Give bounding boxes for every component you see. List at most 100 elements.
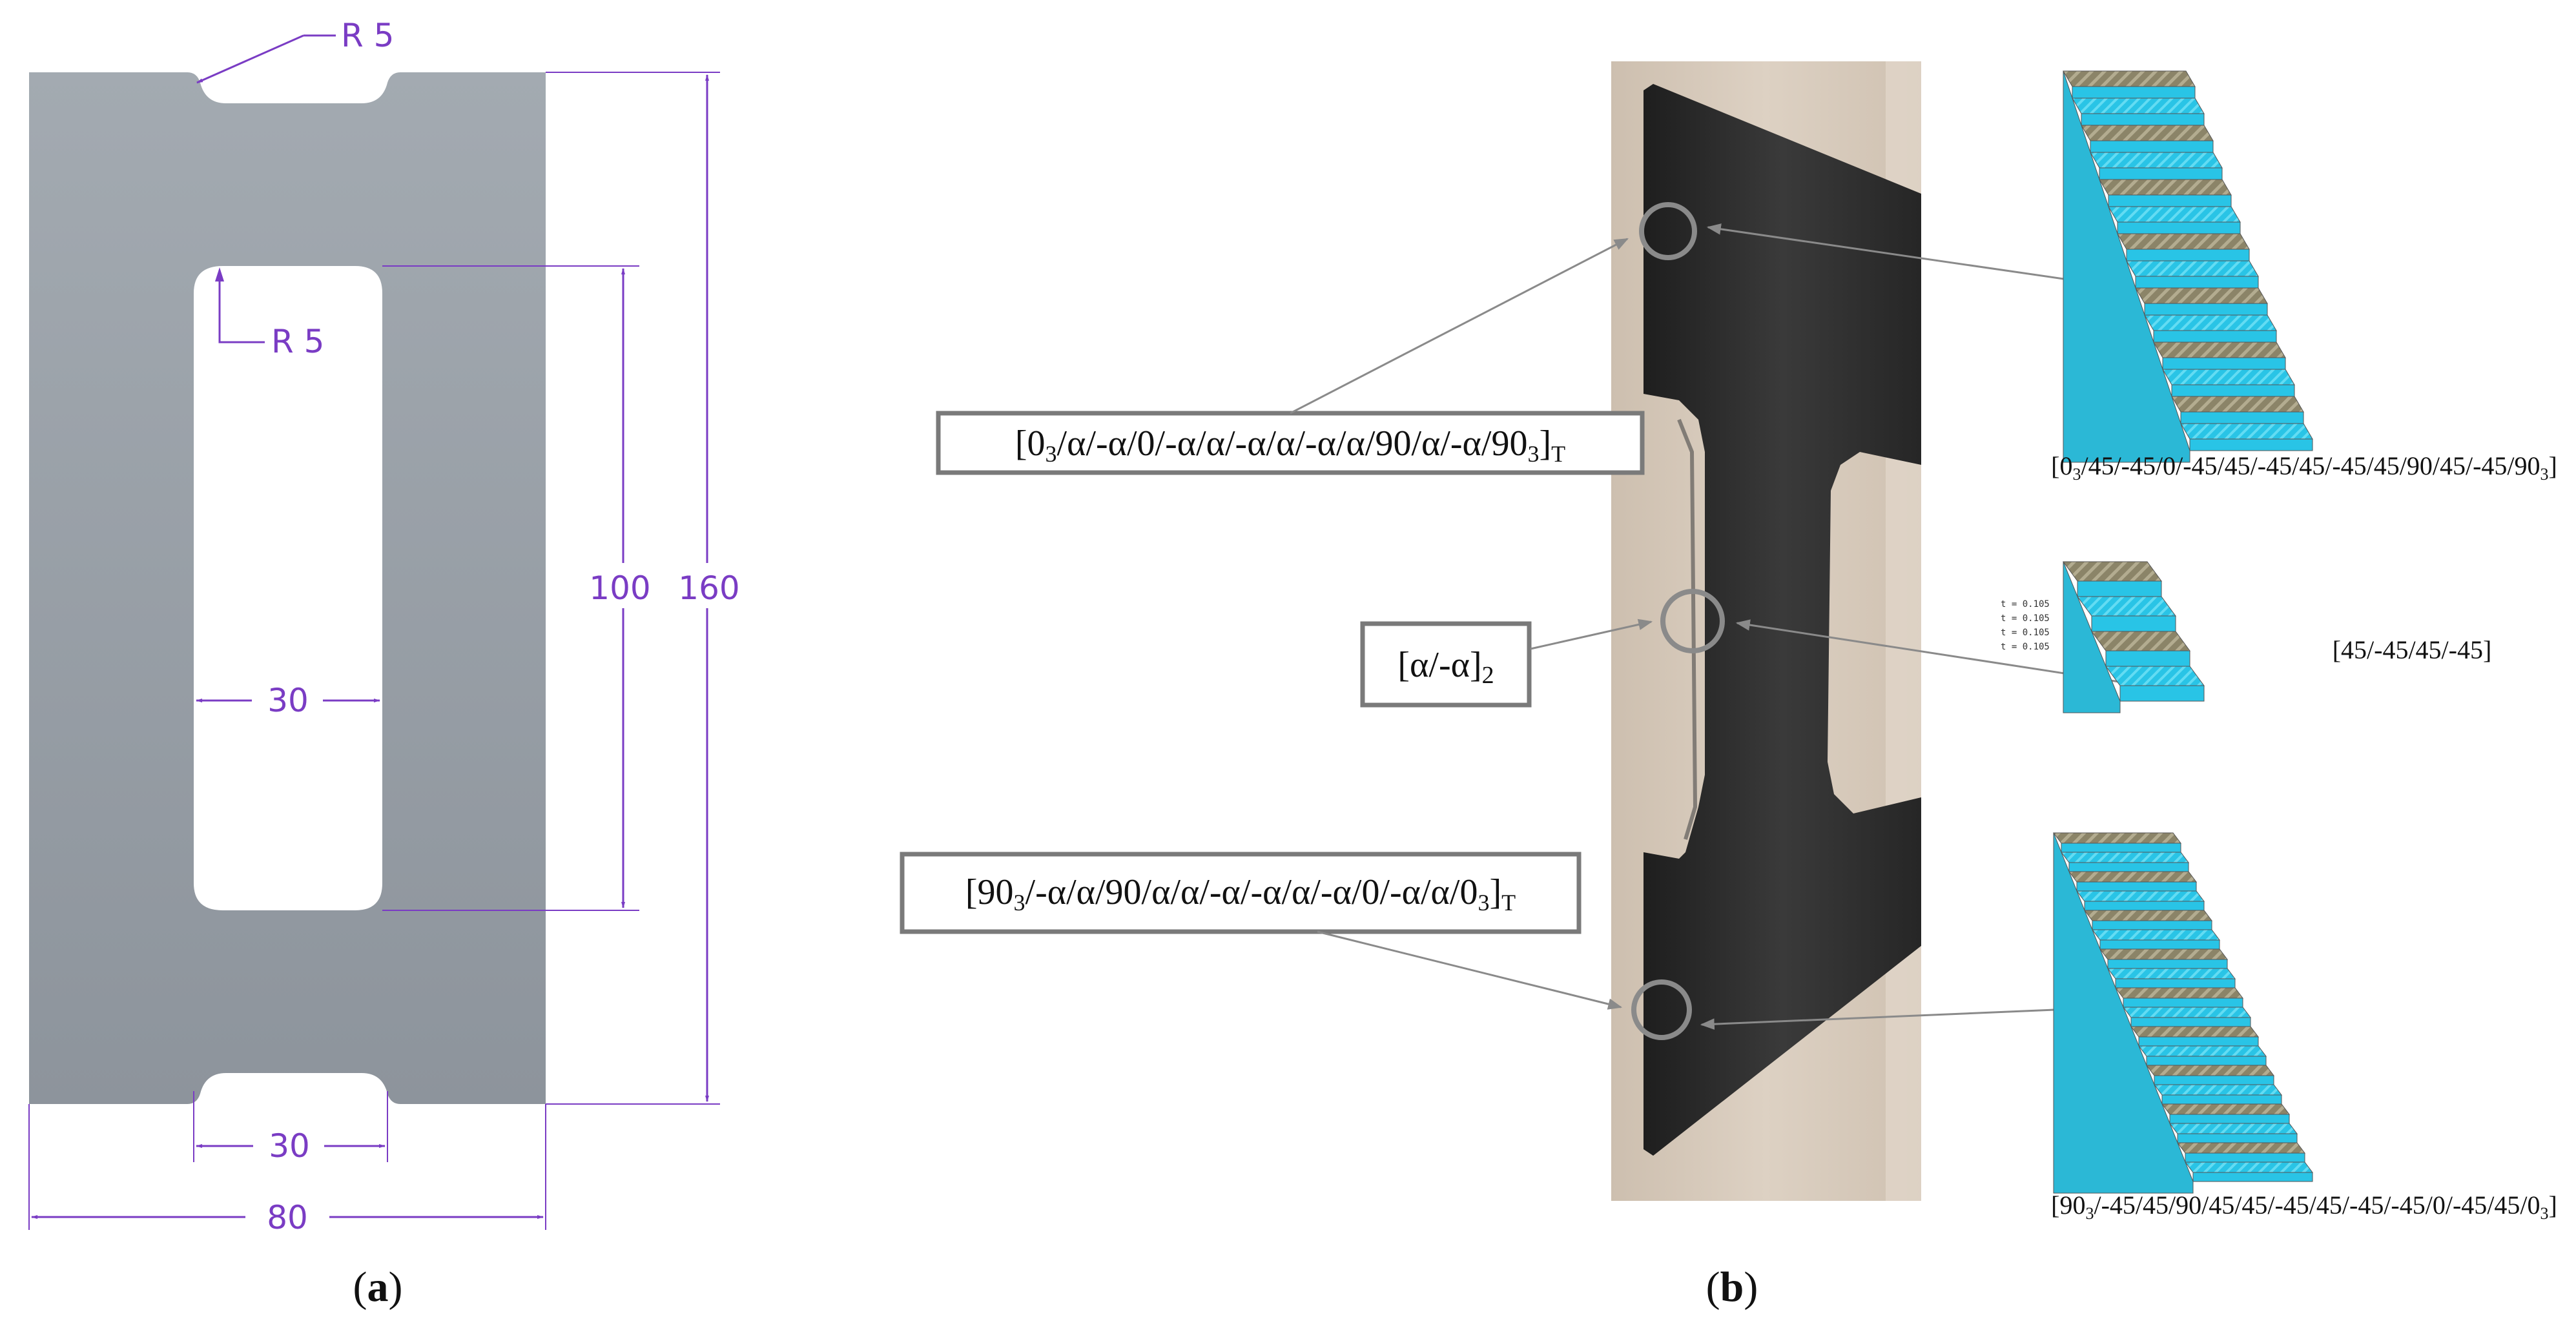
ply-thickness-label: t = 0.105 bbox=[2001, 599, 2050, 609]
layup-bottom: [903/-45/45/90/45/45/-45/45/-45/-45/0/-4… bbox=[2051, 1191, 2557, 1223]
stair-step-riser bbox=[2077, 580, 2162, 597]
stair-step-riser bbox=[2161, 1094, 2282, 1105]
stair-model-bottom bbox=[2053, 832, 2313, 1194]
stair-step-riser bbox=[2115, 978, 2236, 988]
stair-step-top bbox=[2077, 596, 2176, 617]
stair-step-top bbox=[2108, 206, 2241, 223]
label-box-bottom bbox=[900, 852, 1582, 934]
stair-step-top bbox=[2081, 125, 2214, 141]
stair-step-riser bbox=[2090, 140, 2214, 153]
dim-160-bg bbox=[668, 563, 746, 608]
stair-step-riser bbox=[2130, 1017, 2251, 1027]
stair-step-riser bbox=[2099, 939, 2220, 950]
stair-step-riser bbox=[2092, 920, 2212, 930]
arrow-label-middle bbox=[1530, 619, 1653, 650]
panel-a-drawing: R 5 R 5 100 160 30 30 80 bbox=[28, 17, 746, 1236]
label-bottom: [903/-α/α/90/α/α/-α/-α/α/-α/0/-α/α/03]T bbox=[965, 872, 1516, 916]
stair-step-riser bbox=[2117, 221, 2241, 234]
label-middle: [α/-α]2 bbox=[1397, 645, 1494, 689]
layup-middle: [45/-45/45/-45] bbox=[2333, 635, 2492, 664]
dim-slot-30: 30 bbox=[267, 682, 309, 719]
stair-step-top bbox=[2169, 1123, 2298, 1134]
stair-step-top bbox=[2162, 369, 2295, 385]
stair-step-riser bbox=[2138, 1036, 2259, 1047]
label-box-middle bbox=[1360, 621, 1532, 708]
highlight-circle-middle bbox=[1660, 589, 1725, 653]
r-top-leader bbox=[196, 34, 304, 84]
caption-a: (a) bbox=[353, 1264, 403, 1311]
dim-r-top: R 5 bbox=[341, 17, 394, 54]
stair-step-riser bbox=[2180, 411, 2304, 424]
ply-thickness-labels: t = 0.105 t = 0.105 t = 0.105 t = 0.105 bbox=[2001, 599, 2050, 652]
stair-step-top bbox=[2105, 666, 2205, 686]
stair-step-top bbox=[2123, 1007, 2251, 1018]
stair-step-top bbox=[2091, 631, 2190, 651]
ply-thickness-label: t = 0.105 bbox=[2001, 613, 2050, 624]
stair-step-top bbox=[2146, 1065, 2274, 1076]
stair-side bbox=[2053, 832, 2194, 1194]
stair-step-top bbox=[2126, 260, 2259, 277]
dim-r-inner: R 5 bbox=[271, 323, 324, 360]
ply-thickness-label: t = 0.105 bbox=[2001, 642, 2050, 652]
stair-step-top bbox=[2063, 561, 2162, 582]
svg-text:(a): (a) bbox=[353, 1264, 403, 1311]
stair-step-top bbox=[2171, 396, 2304, 413]
stair-step-top bbox=[2138, 1045, 2267, 1057]
stair-model-middle bbox=[2063, 561, 2205, 713]
stair-step-top bbox=[2180, 423, 2313, 440]
stair-step-top bbox=[2090, 152, 2223, 169]
stair-step-riser bbox=[2146, 1056, 2267, 1066]
svg-text:(b): (b) bbox=[1706, 1264, 1758, 1311]
stair-step-riser bbox=[2061, 843, 2181, 853]
stair-step-riser bbox=[2185, 1152, 2305, 1163]
stair-step-riser bbox=[2169, 1114, 2290, 1124]
label-top: [03/α/-α/0/-α/α/-α/α/-α/α/90/α/-α/903]T bbox=[1015, 424, 1565, 467]
stair-step-top bbox=[2076, 890, 2205, 902]
stair-step-riser bbox=[2154, 1075, 2274, 1085]
specimen-dark bbox=[1643, 84, 1921, 1156]
arrow-label-top bbox=[1290, 238, 1629, 414]
stair-step-top bbox=[2115, 987, 2243, 999]
stair-step-riser bbox=[2126, 249, 2250, 261]
r-inner-leader-arrow bbox=[215, 267, 224, 281]
connectors-left bbox=[1290, 238, 1653, 1010]
stair-step-top bbox=[2161, 1103, 2290, 1115]
stair-step-top bbox=[2177, 1142, 2305, 1154]
layup-bottom-group: [903/-45/45/90/45/45/-45/45/-45/-45/0/-4… bbox=[2051, 1191, 2557, 1223]
stair-step-top bbox=[2084, 910, 2212, 921]
stair-step-top bbox=[2053, 832, 2181, 844]
stair-step-top bbox=[2068, 871, 2197, 883]
stair-step-top bbox=[2107, 968, 2236, 979]
label-top-group: [03/α/-α/0/-α/α/-α/α/-α/α/90/α/-α/903]T bbox=[936, 411, 1645, 475]
stair-step-top bbox=[2092, 929, 2220, 941]
arrow-model-top bbox=[1706, 223, 2122, 289]
stair-step-top bbox=[2099, 179, 2232, 196]
stair-step-riser bbox=[2081, 113, 2205, 126]
layup-top-group: [03/45/-45/0/-45/45/-45/45/-45/45/90/45/… bbox=[2051, 451, 2557, 484]
stair-step-riser bbox=[2099, 167, 2223, 180]
stair-step-top bbox=[2135, 287, 2268, 304]
stair-step-riser bbox=[2144, 303, 2268, 316]
r-inner-leader bbox=[218, 271, 265, 343]
dim-100-bg bbox=[584, 563, 655, 608]
stair-step-top bbox=[2063, 70, 2196, 87]
ply-thickness-label: t = 0.105 bbox=[2001, 628, 2050, 638]
stair-step-riser bbox=[2135, 276, 2259, 289]
stair-step-top bbox=[2154, 1084, 2282, 1096]
stair-side bbox=[2063, 561, 2121, 713]
stair-step-top bbox=[2099, 948, 2228, 960]
caption-b: (b) bbox=[1706, 1264, 1758, 1311]
dim-160: 160 bbox=[678, 569, 739, 607]
stair-step-top bbox=[2185, 1161, 2313, 1173]
stair-step-riser bbox=[2105, 650, 2190, 667]
arrow-label-bottom bbox=[1317, 930, 1623, 1010]
stair-step-riser bbox=[2153, 330, 2277, 343]
dim-notch-30: 30 bbox=[269, 1127, 310, 1165]
highlight-circle-top bbox=[1639, 202, 1697, 260]
stair-step-riser bbox=[2107, 959, 2228, 969]
stair-step-riser bbox=[2072, 86, 2196, 99]
specimen-outline bbox=[29, 72, 546, 1104]
stair-step-riser bbox=[2192, 1172, 2313, 1182]
specimen-photo bbox=[1611, 61, 1921, 1201]
